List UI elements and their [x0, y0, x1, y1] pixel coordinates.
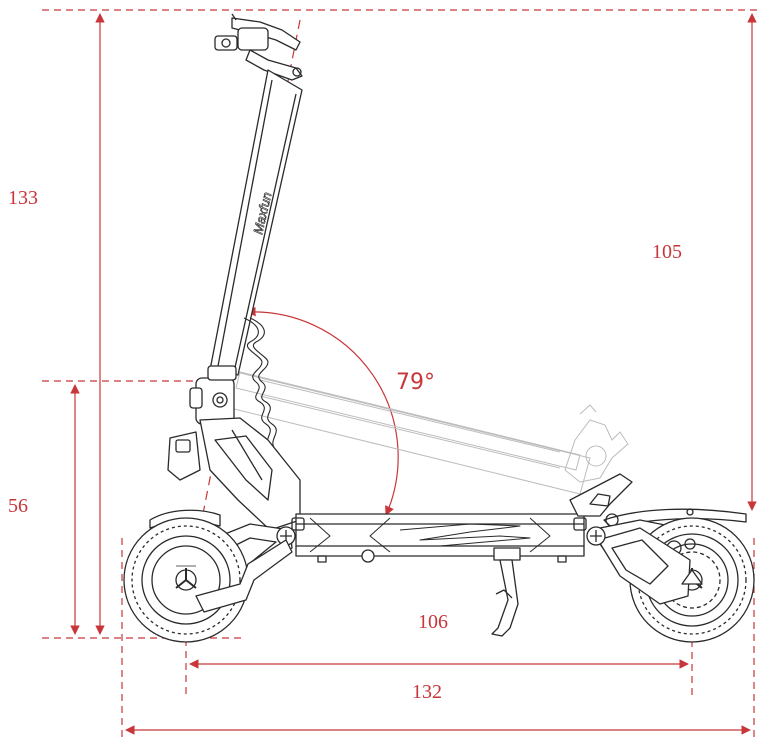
stem: [209, 69, 303, 481]
scooter-body: Maxfun: [123, 13, 755, 643]
wheelbase-label: 132: [412, 681, 442, 703]
folded-stem-ghost: [217, 369, 629, 495]
deck-height-label: 56: [8, 495, 28, 517]
fold-angle-label: 79°: [396, 370, 435, 395]
front-wheel: [123, 517, 249, 643]
stand-drop-label: 106: [418, 611, 448, 633]
fold-angle-arc: [246, 306, 399, 516]
dimension-labels: 133 105 56 106 132 79°: [8, 187, 682, 703]
handlebar: [214, 13, 303, 81]
front-head: [167, 417, 301, 531]
folding-clamp: [189, 365, 237, 425]
kickstand: [491, 547, 521, 637]
total-height-label: 133: [8, 187, 38, 209]
folded-height-label: 105: [652, 241, 682, 263]
deck: [291, 513, 587, 563]
